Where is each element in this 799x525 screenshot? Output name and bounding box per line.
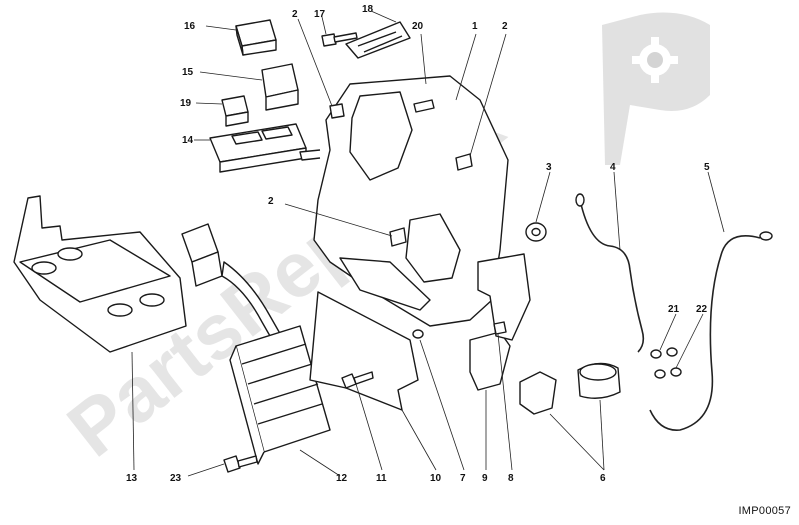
callout-14: 14 (182, 135, 194, 146)
callout-8: 8 (508, 473, 514, 484)
nut-washer-set-21-22[interactable] (650, 347, 682, 379)
callout-6: 6 (600, 473, 606, 484)
side-bracket-9[interactable] (469, 331, 511, 391)
clip-18[interactable] (345, 21, 411, 59)
relay-15[interactable] (261, 63, 299, 111)
callout-2: 2 (292, 9, 298, 20)
battery-cable-5[interactable] (649, 231, 773, 431)
battery-tray-13[interactable] (13, 195, 187, 353)
bolt-2-lower[interactable] (389, 227, 407, 247)
callout-21: 21 (668, 304, 680, 315)
fuse-block-14[interactable] (209, 123, 307, 173)
starter-solenoid-6[interactable] (519, 362, 621, 415)
gear-flag-icon (602, 12, 710, 165)
diagram-code: IMP00057 (738, 505, 791, 517)
callout-13: 13 (126, 473, 138, 484)
callout-5: 5 (704, 162, 710, 173)
callout-2: 2 (502, 21, 508, 32)
callout-labels: 16 15 19 14 2 17 18 20 1 2 3 4 5 2 21 22… (126, 4, 710, 484)
callout-11: 11 (376, 473, 387, 484)
callout-19: 19 (180, 98, 192, 109)
callout-1: 1 (472, 21, 478, 32)
callout-10: 10 (430, 473, 442, 484)
callout-9: 9 (482, 473, 488, 484)
callout-2: 2 (268, 196, 274, 207)
battery-cable-4[interactable] (575, 193, 645, 353)
bolt-2-upper-left[interactable] (329, 103, 345, 119)
voltage-regulator-12[interactable] (229, 325, 331, 465)
callout-20: 20 (412, 21, 424, 32)
callout-4: 4 (610, 162, 616, 173)
callout-17: 17 (314, 9, 326, 20)
callout-15: 15 (182, 67, 194, 78)
bolt-11[interactable] (341, 371, 374, 389)
bolt-2-right[interactable] (455, 153, 473, 171)
callout-16: 16 (184, 21, 196, 32)
support-plate-8[interactable] (477, 253, 531, 341)
bolt-2-upper-right[interactable] (413, 99, 435, 113)
mounting-bracket-1[interactable] (299, 75, 509, 327)
grommet-3[interactable] (525, 222, 547, 242)
washer-7[interactable] (412, 329, 424, 339)
regulator-connector[interactable] (181, 223, 287, 351)
callout-3: 3 (546, 162, 552, 173)
bolt-23[interactable] (223, 455, 258, 473)
callout-7: 7 (460, 473, 466, 484)
bolt-8[interactable] (493, 321, 507, 335)
relay-16[interactable] (235, 19, 277, 56)
leader-lines (131, 10, 725, 477)
bolt-17[interactable] (321, 32, 358, 47)
callout-18: 18 (362, 4, 374, 15)
mounting-plate-10[interactable] (309, 291, 419, 411)
relay-19[interactable] (221, 95, 249, 127)
callout-22: 22 (696, 304, 708, 315)
callout-12: 12 (336, 473, 348, 484)
callout-23: 23 (170, 473, 182, 484)
